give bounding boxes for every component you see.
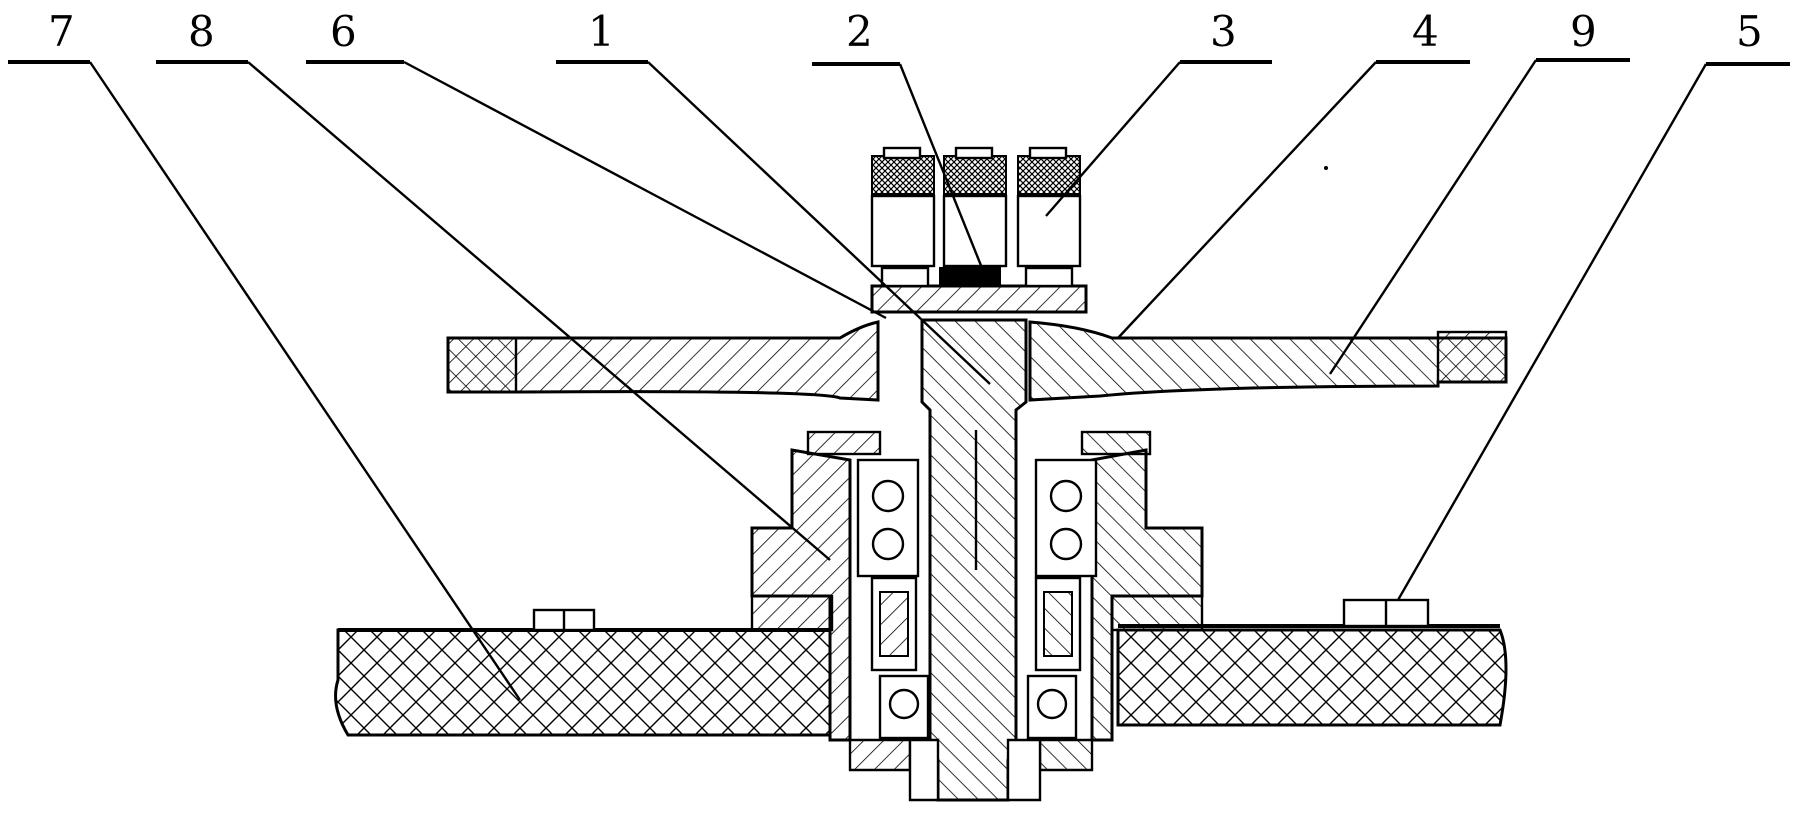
- spacer-left: [870, 576, 918, 672]
- callout-8: 8: [156, 7, 831, 561]
- callout-6: 6: [306, 7, 887, 320]
- callout-label: 4: [1412, 7, 1439, 56]
- callout-2: 2: [812, 7, 984, 269]
- callout-7: 7: [8, 7, 521, 701]
- callout-label: 8: [188, 7, 215, 56]
- callout-label: 9: [1570, 7, 1597, 56]
- spacer-right: [1034, 576, 1082, 672]
- upper-bearing-left: [856, 458, 920, 578]
- lower-bearing-left: [878, 674, 930, 740]
- upper-bearing-right: [1034, 458, 1098, 578]
- callout-1: 1: [556, 7, 991, 385]
- top-plate: [870, 284, 1088, 314]
- bolt-right: [1342, 598, 1430, 628]
- bearing-housing: [750, 430, 1204, 772]
- bolt-left: [532, 608, 596, 632]
- stray-dot: [1324, 166, 1328, 170]
- callout-5: 5: [1396, 7, 1790, 601]
- sensor-right: [1016, 146, 1082, 288]
- lower-bearing-right: [1026, 674, 1078, 740]
- base-plate: [334, 624, 1508, 737]
- callout-9: 9: [1328, 7, 1630, 375]
- disk: [446, 320, 1508, 402]
- callout-label: 7: [48, 7, 75, 56]
- callout-label: 3: [1210, 7, 1237, 56]
- callout-label: 6: [330, 7, 357, 56]
- callout-3: 3: [1045, 7, 1272, 217]
- callout-4: 4: [1117, 7, 1470, 339]
- callout-label: 5: [1736, 7, 1763, 56]
- callout-label: 1: [588, 7, 615, 56]
- shaft: [908, 318, 1042, 802]
- sensor-middle: [939, 146, 1008, 287]
- sensor-left: [870, 146, 936, 288]
- callout-label: 2: [846, 7, 873, 56]
